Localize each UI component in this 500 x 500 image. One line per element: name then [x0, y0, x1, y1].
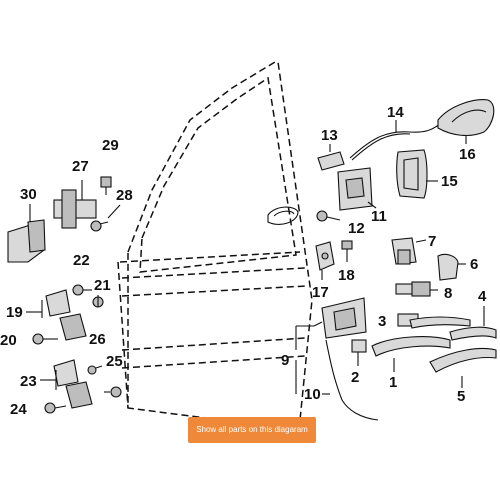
part-14-cable [349, 120, 441, 161]
callout-15: 15 [441, 173, 458, 190]
callout-29: 29 [102, 137, 119, 154]
callout-7: 7 [428, 233, 436, 250]
part-30-end-cover [7, 204, 46, 263]
callout-26: 26 [89, 331, 106, 348]
part-20-bolt [32, 333, 58, 345]
callout-1: 1 [389, 374, 397, 391]
callout-21: 21 [94, 277, 111, 294]
part-26-bolt [87, 365, 103, 375]
part-19-hinge [45, 289, 87, 341]
callout-19: 19 [6, 304, 23, 321]
callout-30: 30 [20, 186, 37, 203]
part-17-striker [315, 241, 335, 280]
callout-27: 27 [72, 158, 89, 175]
callout-13: 13 [321, 127, 338, 144]
part-10-rod [325, 339, 379, 421]
callout-28: 28 [116, 187, 133, 204]
part-2-handle-base [351, 339, 367, 366]
part-4-handle [449, 306, 497, 341]
callout-22: 22 [73, 252, 90, 269]
part-29-bolt [100, 176, 112, 195]
callout-2: 2 [351, 369, 359, 386]
callout-11: 11 [371, 208, 387, 225]
part-22-bolt [72, 284, 92, 296]
part-23-hinge [53, 359, 93, 409]
part-7-lock-cylinder [391, 237, 427, 265]
door-handle-recess [267, 206, 299, 225]
callout-10: 10 [304, 386, 321, 403]
part-11-latch [337, 167, 377, 211]
part-27-hinge [53, 180, 97, 229]
callout-3: 3 [378, 313, 386, 330]
callout-8: 8 [444, 285, 452, 302]
part-6-cap [437, 253, 466, 281]
outside-handle [409, 316, 471, 329]
callout-25: 25 [106, 353, 123, 370]
part-9-actuator [313, 297, 367, 339]
part-21-bolt [92, 295, 104, 308]
callout-6: 6 [470, 256, 478, 273]
callout-9: 9 [281, 352, 289, 369]
callout-18: 18 [338, 267, 355, 284]
callout-17: 17 [312, 284, 329, 301]
callout-5: 5 [457, 388, 465, 405]
callout-23: 23 [20, 373, 37, 390]
part-25-bolt [104, 386, 122, 398]
callout-4: 4 [478, 288, 487, 305]
part-18-bolt [341, 240, 353, 262]
part-24-bolt [44, 402, 67, 414]
part-15-bezel [396, 149, 438, 199]
callout-16: 16 [459, 146, 476, 163]
part-13-bracket [317, 144, 345, 171]
callout-24: 24 [10, 401, 27, 418]
callout-leaders [26, 300, 330, 395]
callout-20: 20 [0, 332, 17, 349]
part-5-handle [429, 347, 497, 388]
show-all-parts-button[interactable]: Show all parts on this diagaram [188, 417, 316, 443]
part-8-lock [395, 281, 438, 297]
part-1-handle [371, 336, 451, 372]
front-door-outline [117, 61, 313, 427]
part-16-inside-handle [437, 99, 495, 144]
part-28-bolt [90, 204, 121, 232]
callout-12: 12 [348, 220, 365, 237]
callout-14: 14 [387, 104, 404, 121]
part-12-bolt [316, 210, 341, 222]
